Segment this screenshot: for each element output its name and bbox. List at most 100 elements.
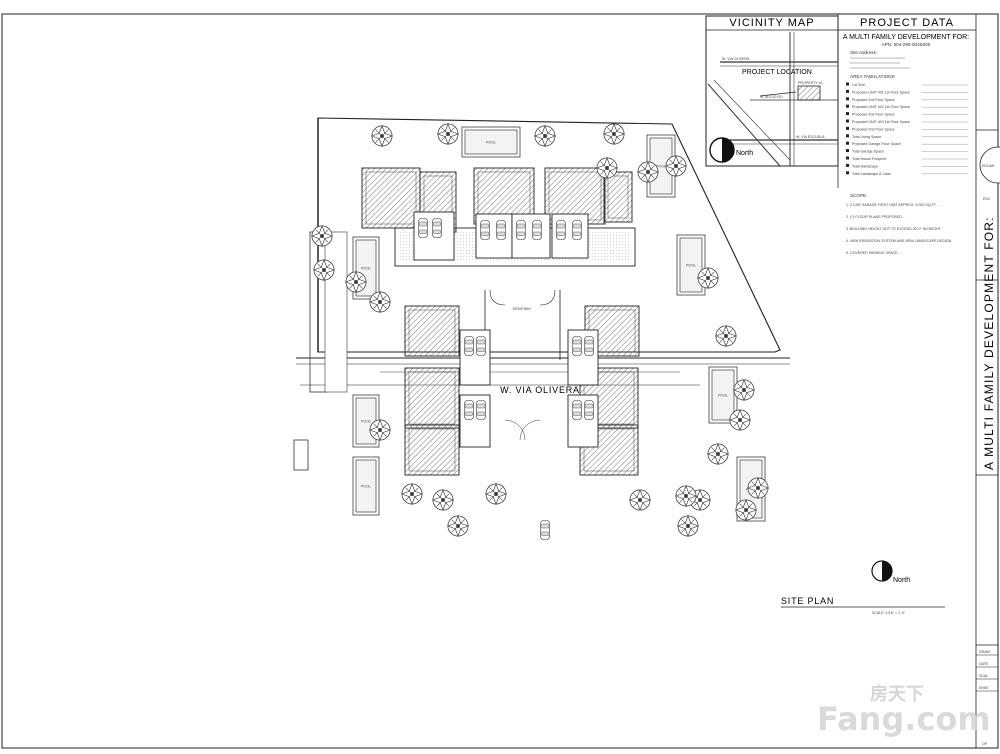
street-label: W. VIA OLIVERA [500,385,580,395]
tree-icon [697,267,719,289]
scale-text: SCALE: 1/16" = 1'-0" [872,611,906,615]
north-arrow-icon [709,137,735,163]
building-unit-interior [365,171,417,225]
area-row-label: Total Hardscape [852,164,878,168]
drawn-label: DRAW [979,650,990,654]
tree-icon [534,125,556,147]
tree-icon [401,483,423,505]
project-data-panel: PROJECT DATA A MULTI FAMILY DEVELOPMENT … [838,17,976,255]
tree-icon [677,515,699,537]
building-unit [603,171,633,223]
building-unit [404,367,460,429]
pool-label: POOL [686,264,696,268]
car-icon [584,400,594,420]
row-bullet-icon [846,141,849,145]
tree-icon [437,123,459,145]
area-row-label: Lot Size [852,83,865,87]
scope-item: 5. COVERED PARKING SPACE... [846,251,901,255]
apn-line: APN: 504-280-004&005 [882,42,931,47]
area-row-label: Total Garage Space [852,150,884,154]
pool [711,369,735,421]
row-bullet-icon [846,149,849,153]
site-address-label: Site Address: [850,50,877,55]
pool [464,129,518,155]
vicinity-street-label: W. VIA ESCUELA [796,135,825,139]
watermark-latin: Fang.com [817,700,991,738]
row-bullet-icon [846,163,849,167]
building-unit-interior [607,175,629,219]
tree-icon [371,125,393,147]
scope-item: 3. BUILDING HEIGHT NOT TO EXCEED 30'-0" … [846,227,942,231]
vicinity-street-label: W. VIA OLIVERA [722,57,750,61]
row-bullet-icon [846,119,849,123]
building-unit [361,167,421,229]
sheet-label: SHEE [979,686,989,690]
car-icon [432,218,442,238]
vicinity-street-label: PROPERTY #1 [798,81,823,85]
area-row-label: Total House Footprint [852,157,886,161]
row-bullet-icon [846,82,849,86]
car-icon [532,220,542,240]
car-icon [496,220,506,240]
stamp-seal-icon [979,146,1000,184]
driveway-label: DRIVEWAY [513,307,532,311]
area-row-label: Proposed UNIT #03 1st Floor Space [852,120,910,124]
tree-icon [665,155,687,177]
area-tab-label: AREA TABULATIONS [850,74,895,79]
scale-label: SCAL [979,674,988,678]
tree-icon [629,489,651,511]
tree-icon [369,291,391,313]
car-icon [464,400,474,420]
car-icon [572,220,582,240]
area-row-label: Total Living Space [852,135,881,139]
pool-label: POOL [486,141,496,145]
scope-label: SCOPE: [850,193,867,198]
site-plan: W. VIA OLIVERA DRIVEWAY POOL POOL POOL POOL… [293,117,945,615]
car-icon [516,220,526,240]
project-location-label: PROJECT LOCATION [742,69,812,76]
tree-icon [311,225,333,247]
firm-short: ESC [983,197,991,201]
tree-icon [747,477,769,499]
car-icon [556,220,566,240]
row-bullet-icon [846,171,849,175]
watermark-logo: 房天下 Fang.com [817,683,991,738]
of-label: OF [982,742,988,746]
car-icon [540,520,550,540]
pool-label: POOL [361,420,371,424]
tree-icon [707,443,729,465]
car-icon [480,220,490,240]
tree-icon [637,161,659,183]
area-row-label: Total Landscape & Lawn [852,172,891,176]
tree-icon [675,485,697,507]
site-north-label: North [893,577,910,584]
row-bullet-icon [846,104,849,108]
vicinity-map: VICINITY MAP PROJECT LOCATION W. VIA OLI… [705,15,839,167]
vertical-banner: A MULTI FAMILY DEVELOPMENT FOR: [982,216,996,470]
scope-item: 1. 3 CAR GARAGE FIRST UNIT APPROX. 9,000… [846,203,941,207]
car-icon [572,336,582,356]
tree-icon [596,157,618,179]
stamp-text: EDUAR [982,164,995,168]
vicinity-map-title: VICINITY MAP [729,17,814,29]
tree-icon [735,499,757,521]
pool [679,237,703,293]
building-unit-interior [408,371,456,425]
row-bullet-icon [846,134,849,138]
area-row-label: Proposed UNIT #02 1st Floor Space [852,105,910,109]
pool-label: POOL [361,485,371,489]
car-icon [476,400,486,420]
area-row-label: Proposed UNIT #01 1st Floor Space [852,90,910,94]
tree-icon [345,271,367,293]
car-icon [584,336,594,356]
watermark-cn: 房天下 [870,683,924,705]
area-row-label: Proposed Garage Floor Space [852,142,901,146]
tree-icon [729,409,751,431]
row-bullet-icon [846,156,849,160]
building-unit-interior [408,309,456,353]
pool-label: POOL [718,394,728,398]
scope-item: 4. NEW IRRIGATION SYSTEM AND NEW LANDSCA… [846,239,952,243]
date-label: DATE [979,662,989,666]
